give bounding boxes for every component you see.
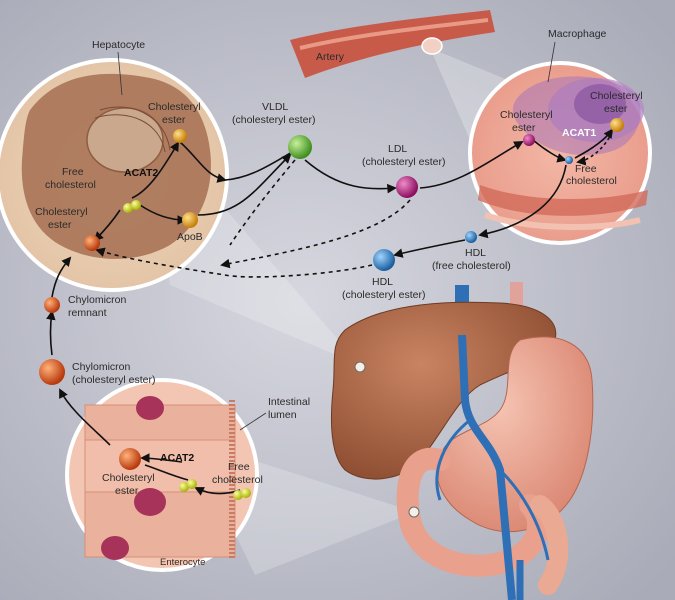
mac-cholesteryl-ester-right-line1: Cholesteryl bbox=[590, 90, 643, 102]
ent-cholesteryl-ester-line2: ester bbox=[115, 485, 139, 497]
hepatocyte-label: Hepatocyte bbox=[92, 39, 145, 51]
ent-cholesteryl-ester-line1: Cholesteryl bbox=[102, 472, 155, 484]
chylo-label-line1: Chylomicron bbox=[72, 361, 131, 373]
ldl-label-line2: (cholesteryl ester) bbox=[362, 156, 445, 168]
enterocyte-free-cholesterol-particle-2 bbox=[187, 479, 197, 489]
artery-illustration: Artery bbox=[290, 10, 495, 78]
enterocyte-cholesteryl-ester-particle bbox=[119, 448, 141, 470]
macrophage-inset: Macrophage bbox=[468, 28, 652, 245]
hep-cholesteryl-ester-left-line1: Cholesteryl bbox=[35, 206, 88, 218]
macrophage-cholesteryl-ester-right-particle bbox=[610, 118, 624, 132]
hep-free-cholesterol-line1: Free bbox=[62, 166, 84, 178]
macrophage-cholesteryl-ester-left-particle bbox=[523, 134, 535, 146]
particles bbox=[39, 118, 624, 500]
chylomicron-remnant-particle bbox=[44, 297, 60, 313]
ent-free-cholesterol-line1: Free bbox=[228, 461, 250, 473]
enterocyte-free-cholesterol-particle bbox=[179, 482, 189, 492]
ent-free-cholesterol-line2: cholesterol bbox=[212, 474, 263, 486]
chylo-label-line2: (cholesteryl ester) bbox=[72, 374, 155, 386]
ldl-particle bbox=[396, 176, 418, 198]
hepatocyte-cholesteryl-ester-left-particle bbox=[84, 235, 100, 251]
hep-acat2-label: ACAT2 bbox=[124, 167, 158, 179]
hepatocyte-cholesteryl-ester-particle bbox=[173, 129, 187, 143]
chylo-remnant-label-line1: Chylomicron bbox=[68, 294, 127, 306]
vldl-label-line1: VLDL bbox=[262, 101, 288, 113]
pathway-arrows bbox=[46, 128, 614, 496]
intestinal-lumen-label-line2: lumen bbox=[268, 409, 297, 421]
enterocyte-label: Enterocyte bbox=[160, 557, 205, 568]
hdl-cholesteryl-ester-particle bbox=[373, 249, 395, 271]
mac-cholesteryl-ester-left-line1: Cholesteryl bbox=[500, 109, 553, 121]
enterocyte-inset: Intestinal lumen Enterocyte bbox=[65, 378, 310, 572]
hep-free-cholesterol-line2: cholesterol bbox=[45, 179, 96, 191]
hdl-free-label-line2: (free cholesterol) bbox=[432, 260, 511, 272]
hdl-ce-label-line2: (cholesteryl ester) bbox=[342, 289, 425, 301]
chylo-remnant-label-line2: remnant bbox=[68, 307, 107, 319]
hep-apob-label: ApoB bbox=[177, 231, 203, 243]
artery-label: Artery bbox=[316, 51, 345, 63]
macrophage-free-cholesterol-particle bbox=[565, 156, 573, 164]
vldl-label-line2: (cholesteryl ester) bbox=[232, 114, 315, 126]
hepatocyte-free-cholesterol-particle bbox=[123, 203, 133, 213]
macrophage-label: Macrophage bbox=[548, 28, 607, 40]
lumen-free-cholesterol-particle-2 bbox=[241, 488, 251, 498]
hdl-free-cholesterol-particle bbox=[465, 231, 477, 243]
ent-acat2-label: ACAT2 bbox=[160, 452, 194, 464]
text-labels: Cholesteryl ester ACAT2 Free cholesterol… bbox=[35, 90, 643, 497]
mac-free-cholesterol-line2: cholesterol bbox=[566, 175, 617, 187]
organs-illustration bbox=[330, 282, 594, 600]
hdl-ce-label-line1: HDL bbox=[372, 276, 393, 288]
macrophage-zoom-wedge bbox=[430, 48, 520, 140]
hepatocyte-inset: Hepatocyte bbox=[0, 39, 229, 292]
chylomicron-particle bbox=[39, 359, 65, 385]
mac-cholesteryl-ester-left-line2: ester bbox=[512, 122, 536, 134]
hep-cholesteryl-ester-top-line1: Cholesteryl bbox=[148, 101, 201, 113]
mac-acat1-label: ACAT1 bbox=[562, 127, 596, 139]
lumen-free-cholesterol-particle bbox=[233, 490, 243, 500]
hepatocyte-free-cholesterol-particle-2 bbox=[131, 200, 141, 210]
hep-cholesteryl-ester-top-line2: ester bbox=[162, 114, 186, 126]
apob-particle bbox=[182, 212, 198, 228]
vldl-particle bbox=[288, 135, 312, 159]
ldl-label-line1: LDL bbox=[388, 143, 407, 155]
hdl-free-label-line1: HDL bbox=[465, 247, 486, 259]
intestinal-lumen-label-line1: Intestinal bbox=[268, 396, 310, 408]
hep-cholesteryl-ester-left-line2: ester bbox=[48, 219, 72, 231]
mac-cholesteryl-ester-right-line2: ester bbox=[604, 103, 628, 115]
mac-free-cholesterol-line1: Free bbox=[575, 163, 597, 175]
